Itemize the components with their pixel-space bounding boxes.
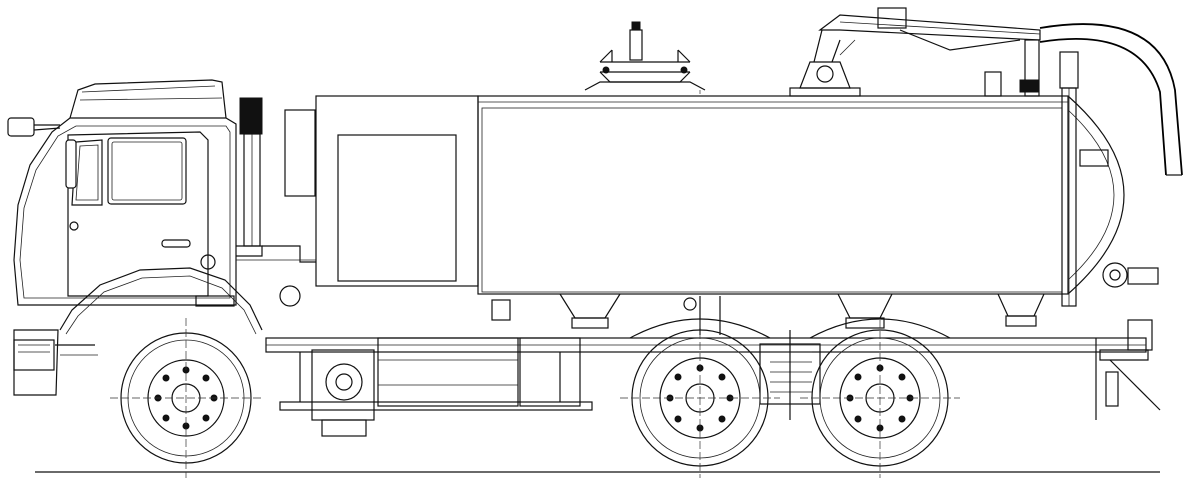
rear-valves <box>1079 149 1161 411</box>
equipment-box <box>236 95 479 307</box>
vacuum-boom-arm <box>789 7 1079 97</box>
front-wheel <box>110 318 262 478</box>
rear-fenders <box>629 318 951 339</box>
exhaust-stack <box>236 97 263 257</box>
rear-wheel-1 <box>620 320 780 478</box>
chassis-frame <box>265 330 1147 437</box>
rear-wheel-2 <box>800 320 960 478</box>
truck-cab <box>7 79 263 396</box>
vacuum-tank <box>477 87 1125 335</box>
top-hatch-valves <box>584 21 706 91</box>
vacuum-hose <box>1039 23 1183 176</box>
